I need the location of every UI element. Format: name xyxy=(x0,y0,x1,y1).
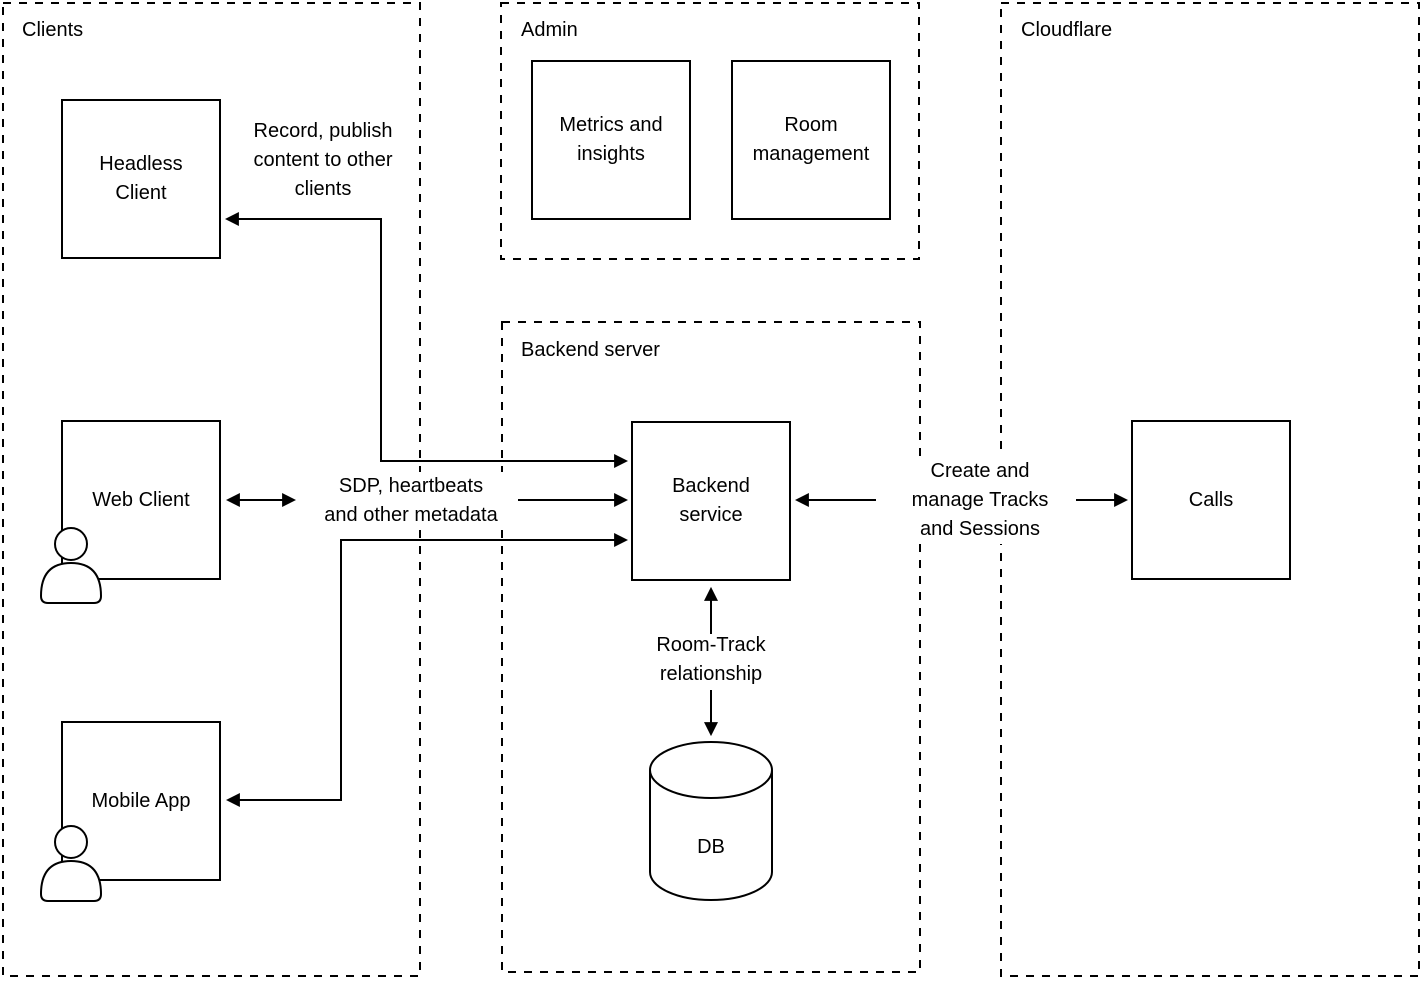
db-cylinder-icon xyxy=(649,741,773,901)
node-web-client-label: Web Client xyxy=(92,488,190,511)
node-mobile-app-label: Mobile App xyxy=(91,789,191,812)
edge-label-room-track: Room-Track relationship xyxy=(631,631,791,689)
arrow-backend-mobile xyxy=(225,533,629,807)
node-room-management-label: Room management xyxy=(752,114,870,165)
cloudflare-container-label: Cloudflare xyxy=(1021,19,1113,41)
web-client-person-icon xyxy=(39,527,103,604)
arrow-backend-headless xyxy=(224,212,629,468)
node-metrics-insights-label: Metrics and insights xyxy=(559,114,663,165)
node-mobile-app: Mobile App xyxy=(61,721,221,881)
node-metrics-insights: Metrics and insights xyxy=(531,60,691,220)
node-db-label: DB xyxy=(697,835,725,858)
node-calls: Calls xyxy=(1131,420,1291,580)
edge-label-create-manage: Create and manage Tracks and Sessions xyxy=(895,457,1065,544)
node-room-management: Room management xyxy=(731,60,891,220)
node-headless-client: Headless Client xyxy=(61,99,221,259)
node-backend-service: Backend service xyxy=(631,421,791,581)
edge-label-sdp-metadata: SDP, heartbeats and other metadata xyxy=(308,472,514,530)
mobile-app-person-icon xyxy=(39,825,103,902)
node-backend-service-label: Backend service xyxy=(672,475,750,526)
edge-label-record-publish: Record, publish content to other clients xyxy=(233,117,413,204)
clients-container-label: Clients xyxy=(22,19,84,41)
admin-container-label: Admin xyxy=(521,19,578,41)
admin-container-border xyxy=(500,2,920,260)
node-web-client: Web Client xyxy=(61,420,221,580)
node-calls-label: Calls xyxy=(1188,488,1234,511)
node-headless-client-label: Headless Client xyxy=(99,153,183,204)
